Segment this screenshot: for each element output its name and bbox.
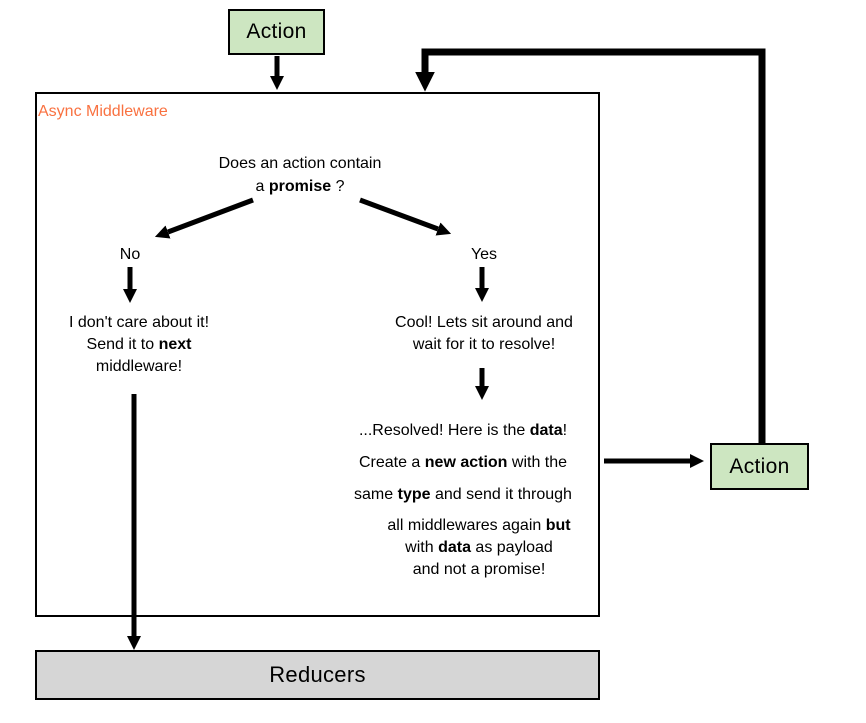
async-middleware-label: Async Middleware <box>38 103 168 120</box>
yes-label: Yes <box>470 246 498 263</box>
action-box-right-label: Action <box>729 454 790 478</box>
no-label: No <box>119 246 141 263</box>
reducers-box: Reducers <box>35 650 600 700</box>
reducers-box-label: Reducers <box>269 662 366 687</box>
action-box-top-label: Action <box>246 20 307 43</box>
action-box-right: Action <box>710 443 809 490</box>
action-box-top: Action <box>228 9 325 55</box>
resolved-text-upper: ...Resolved! Here is the data!Create a n… <box>354 422 572 503</box>
